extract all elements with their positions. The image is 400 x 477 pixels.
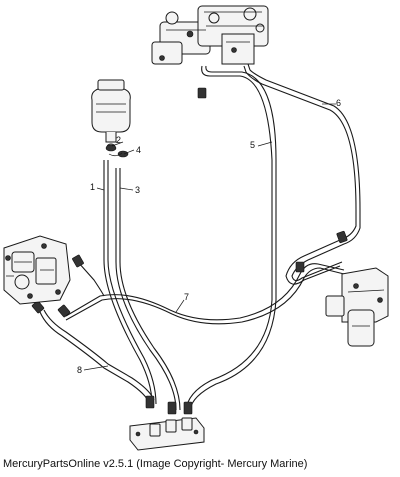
hose-5: [185, 65, 277, 411]
pump-assembly: [3, 235, 71, 305]
manifold-block: [129, 417, 205, 451]
callout-6: 6: [336, 98, 341, 108]
hose-fittings: [31, 87, 348, 415]
hose-7: [65, 261, 345, 325]
callout-1: 1: [90, 182, 95, 192]
hose-8: [39, 309, 155, 405]
hose-1-and-3: [103, 160, 181, 411]
hose-clamps: [105, 144, 129, 158]
image-caption: MercuryPartsOnline v2.5.1 (Image Copyrig…: [3, 458, 308, 470]
hose-6: [243, 63, 361, 285]
fluid-reservoir: [91, 79, 131, 151]
callout-2: 2: [116, 135, 121, 145]
callout-4: 4: [136, 145, 141, 155]
helm-pump: [151, 5, 269, 65]
callout-8: 8: [77, 365, 82, 375]
callout-3: 3: [135, 185, 140, 195]
callout-7: 7: [184, 292, 189, 302]
callout-5: 5: [250, 140, 255, 150]
steering-actuator: [325, 267, 389, 347]
leader-lines: [83, 103, 336, 371]
